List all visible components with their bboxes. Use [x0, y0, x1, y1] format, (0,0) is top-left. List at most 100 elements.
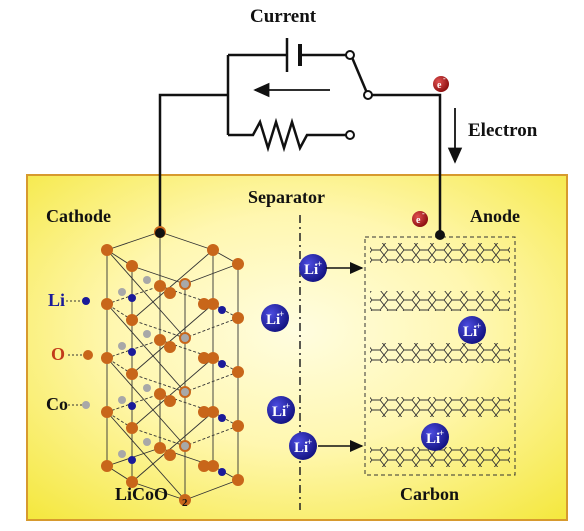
- oxygen-atom: [164, 395, 176, 407]
- lattice-bond: [131, 319, 186, 339]
- cobalt-atom: [118, 396, 126, 404]
- oxygen-atom: [207, 460, 219, 472]
- oxygen-atom: [207, 298, 219, 310]
- svg-text:e: e: [437, 80, 442, 91]
- lattice-bond: [131, 357, 214, 429]
- cobalt-atom: [143, 330, 151, 338]
- li-ion: Li+: [267, 396, 295, 424]
- lattice-bond: [106, 303, 186, 393]
- oxygen-atom: [164, 341, 176, 353]
- cathode-lattice: [101, 226, 244, 506]
- switch-contact-top: [345, 50, 355, 60]
- svg-text:-: -: [422, 209, 425, 218]
- legend-o-atom: [83, 350, 93, 360]
- resistor-terminal: [345, 130, 355, 140]
- lattice-bond: [184, 371, 239, 393]
- lithium-atom: [218, 468, 226, 476]
- legend-li-atom: [82, 297, 90, 305]
- svg-text:e: e: [416, 215, 421, 226]
- oxygen-atom: [232, 474, 244, 486]
- cobalt-atom: [143, 384, 151, 392]
- external-circuit: [158, 38, 442, 234]
- anode-label: Anode: [470, 206, 520, 226]
- li-ion-label: Li: [294, 440, 308, 456]
- lattice-bond: [131, 373, 186, 393]
- oxygen-atom: [126, 260, 138, 272]
- legend-li-label: Li: [48, 290, 65, 310]
- lattice-bond: [131, 481, 186, 501]
- li-ion-charge: +: [279, 309, 284, 319]
- cathode-material-label: LiCoO 2: [115, 484, 188, 509]
- lattice-bond: [131, 427, 186, 447]
- lattice-bond: [159, 231, 214, 251]
- cobalt-atom: [181, 334, 189, 342]
- lithium-atom: [218, 414, 226, 422]
- anode-electron: e -: [412, 209, 428, 227]
- cobalt-atom: [118, 450, 126, 458]
- oxygen-atom: [232, 312, 244, 324]
- switch-contact-bottom: [363, 90, 373, 100]
- li-ion: Li+: [261, 304, 289, 332]
- oxygen-atom: [126, 422, 138, 434]
- cobalt-atom: [143, 276, 151, 284]
- oxygen-atom: [101, 244, 113, 256]
- separator-label: Separator: [248, 187, 325, 207]
- oxygen-atom: [154, 280, 166, 292]
- oxygen-atom: [207, 352, 219, 364]
- lattice-bond: [131, 303, 214, 375]
- lattice-bond: [131, 411, 214, 483]
- li-ion: Li+: [289, 432, 317, 460]
- lithium-atom: [218, 360, 226, 368]
- oxygen-atom: [101, 406, 113, 418]
- cobalt-atom: [143, 438, 151, 446]
- li-ion: Li+: [458, 316, 486, 344]
- graphene-sheet: [370, 447, 510, 467]
- cobalt-atom: [118, 342, 126, 350]
- li-ion-label: Li: [272, 404, 286, 420]
- li-ion-charge: +: [439, 428, 444, 438]
- oxygen-atom: [232, 258, 244, 270]
- cathode-label: Cathode: [46, 206, 111, 226]
- oxygen-atom: [164, 287, 176, 299]
- graphene-sheet: [370, 243, 510, 263]
- oxygen-atom: [126, 476, 138, 488]
- lithium-atom: [128, 348, 136, 356]
- legend-o-label: O: [51, 344, 65, 364]
- lattice-bond: [184, 317, 239, 339]
- li-ion-label: Li: [426, 431, 440, 447]
- lattice-bond: [106, 357, 186, 447]
- li-ion-charge: +: [317, 259, 322, 269]
- li-ion-label: Li: [266, 312, 280, 328]
- li-ion-charge: +: [307, 437, 312, 447]
- cobalt-atom: [181, 442, 189, 450]
- lattice-bond: [184, 479, 239, 501]
- svg-text:-: -: [443, 74, 446, 83]
- legend-co-label: Co: [46, 394, 68, 414]
- oxygen-atom: [164, 449, 176, 461]
- svg-text:2: 2: [182, 497, 188, 509]
- li-ion-label: Li: [463, 324, 477, 340]
- li-ion-charge: +: [476, 321, 481, 331]
- oxygen-atom: [198, 298, 210, 310]
- lithium-atom: [128, 456, 136, 464]
- li-ion: Li+: [299, 254, 327, 282]
- graphene-sheet: [370, 291, 510, 311]
- lattice-bond: [184, 263, 239, 285]
- lattice-bond: [131, 265, 186, 285]
- anode-wire-node: [435, 230, 445, 240]
- li-ion-charge: +: [285, 401, 290, 411]
- anode-material-label: Carbon: [400, 484, 459, 504]
- lattice-bond: [106, 249, 186, 339]
- cobalt-atom: [118, 288, 126, 296]
- lithium-atom: [128, 402, 136, 410]
- lattice-bond: [131, 249, 214, 321]
- current-label: Current: [250, 6, 317, 27]
- oxygen-atom: [198, 352, 210, 364]
- oxygen-atom: [126, 368, 138, 380]
- cathode-wire-node: [155, 228, 165, 238]
- lithium-atom: [218, 306, 226, 314]
- graphene-sheet: [370, 343, 510, 363]
- oxygen-atom: [154, 334, 166, 346]
- legend-co-atom: [82, 401, 90, 409]
- oxygen-atom: [198, 460, 210, 472]
